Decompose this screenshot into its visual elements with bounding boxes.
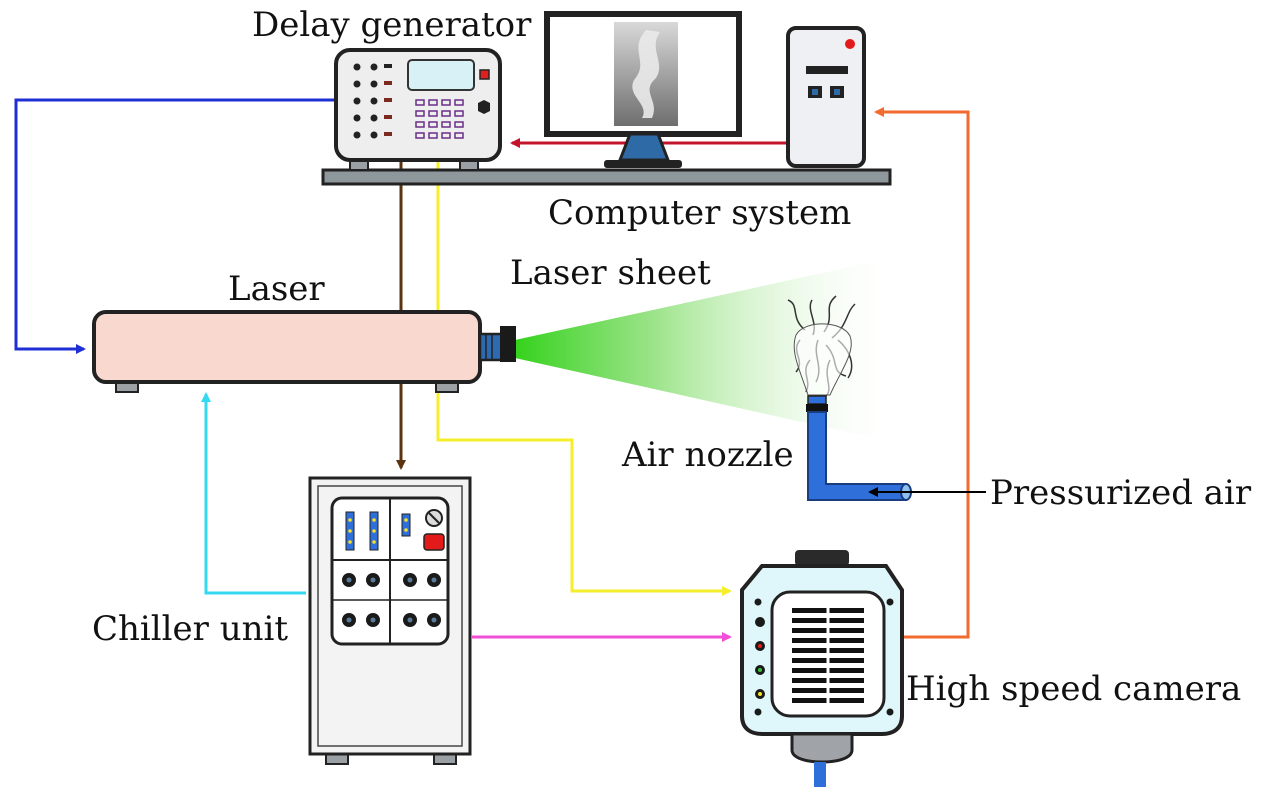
computer-tower (786, 26, 866, 168)
high-speed-camera-label: High speed camera (906, 669, 1242, 709)
computer-monitor (544, 11, 742, 168)
air-nozzle-label: Air nozzle (622, 435, 794, 475)
chiller-unit-label: Chiller unit (92, 609, 289, 649)
chiller-unit-device (308, 476, 472, 765)
delay-generator-label: Delay generator (252, 5, 532, 45)
table-shelf (321, 168, 892, 186)
laser-label: Laser (228, 269, 325, 309)
cyan-coolant-line (201, 392, 306, 595)
laser-sheet-label: Laser sheet (510, 253, 711, 293)
orange-data-line (874, 107, 970, 639)
delay-generator-device (334, 48, 502, 171)
high-speed-camera-device (740, 550, 904, 787)
pressurized-air-label: Pressurized air (990, 473, 1252, 513)
computer-system-label: Computer system (548, 193, 852, 233)
blue-signal-line (14, 98, 336, 354)
laser-device (92, 310, 516, 393)
